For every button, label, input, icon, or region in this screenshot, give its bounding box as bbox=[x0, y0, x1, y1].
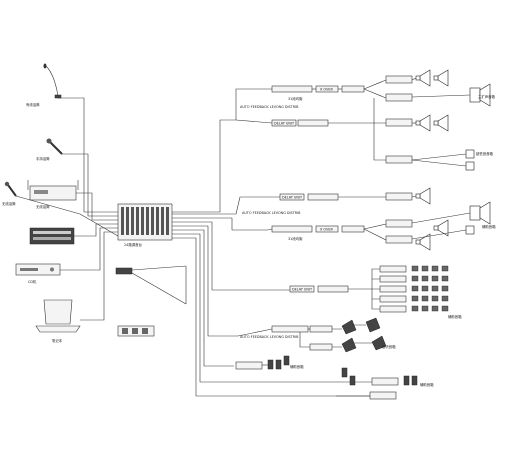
x-over-2-label: X OVER bbox=[320, 228, 333, 232]
delay-unit-1-label: DELAY UNIT bbox=[274, 122, 295, 126]
auto-feedback-3-label: AUTO FEEDBACK LEVONG DISTRIB bbox=[240, 335, 299, 339]
speaker-box-icon bbox=[465, 83, 491, 171]
equalizer-1-label: 31段均衡 bbox=[288, 96, 303, 101]
speaker-bottom-label: 辅助音箱 bbox=[290, 364, 304, 369]
laptop-label: 笔记本 bbox=[52, 338, 63, 343]
speaker-horn-2-icon bbox=[415, 187, 449, 251]
amp-row-2 bbox=[385, 192, 413, 244]
amp-stack-icon bbox=[348, 265, 407, 313]
zone1-wiring bbox=[235, 79, 387, 161]
wedge-monitor-icon bbox=[332, 317, 387, 353]
monitor-label: 返听音箱 bbox=[382, 344, 396, 349]
feedback-suppressor-1-icon bbox=[271, 85, 313, 93]
auto-feedback-1-label: AUTO FEEDBACK LEVONG DISTRIB bbox=[240, 105, 299, 109]
cd-player-label: CD机 bbox=[28, 279, 37, 284]
mixer-icon bbox=[117, 203, 173, 241]
output-wiring bbox=[172, 119, 372, 397]
gooseneck-mic-label: 有线话筒 bbox=[26, 102, 40, 107]
laptop-icon bbox=[35, 299, 81, 333]
equalizer-2-label: 31段均衡 bbox=[288, 236, 303, 241]
amp-row-1 bbox=[385, 75, 413, 164]
speaker-horn-icon bbox=[415, 69, 449, 132]
speaker-bottom-2-label: 辅助音箱 bbox=[420, 382, 434, 387]
di-box-icon bbox=[117, 325, 155, 337]
ceiling-speaker-label: 辅助音箱 bbox=[448, 314, 462, 319]
gooseneck-mic-icon bbox=[43, 63, 62, 99]
auto-feedback-2-label: AUTO FEEDBACK LEVONG DISTRIB bbox=[242, 211, 301, 215]
wireless-mic-icon bbox=[4, 181, 17, 197]
mixer-label: 24路调音台 bbox=[124, 242, 142, 247]
processor-icon bbox=[29, 227, 75, 245]
delay-unit-2-label: DELAY UNIT bbox=[282, 196, 303, 200]
x-over-1-label: X OVER bbox=[320, 88, 333, 92]
amp-bottom-2-icon bbox=[371, 375, 418, 386]
speaker-sub-label: 超低音音箱 bbox=[476, 151, 494, 156]
input-wiring bbox=[15, 97, 119, 321]
amp-bottom-3-icon bbox=[336, 367, 397, 400]
speaker-box-2-icon bbox=[411, 195, 491, 240]
handheld-mic-label: 手持话筒 bbox=[36, 156, 50, 161]
wireless-mic-label: 无线话筒 bbox=[2, 201, 16, 206]
delay-unit-3-label: DELAY UNIT bbox=[292, 288, 313, 292]
stage-box-icon bbox=[115, 265, 187, 305]
wireless-receiver-icon bbox=[27, 180, 79, 201]
receiver-label: 无线话筒 bbox=[36, 204, 50, 209]
speaker-main-label: 主扩声音箱 bbox=[478, 94, 496, 99]
crossover-2-icon bbox=[271, 225, 365, 233]
amp-bottom-1-icon bbox=[235, 355, 290, 370]
zone1-speaker-wiring bbox=[411, 77, 471, 167]
cd-player-icon bbox=[15, 263, 61, 276]
ceiling-speaker-grid-icon bbox=[411, 265, 449, 312]
zone2-wiring bbox=[235, 196, 387, 241]
speaker-fill-label: 辅助音箱 bbox=[482, 224, 496, 229]
handheld-mic-icon bbox=[46, 138, 63, 155]
